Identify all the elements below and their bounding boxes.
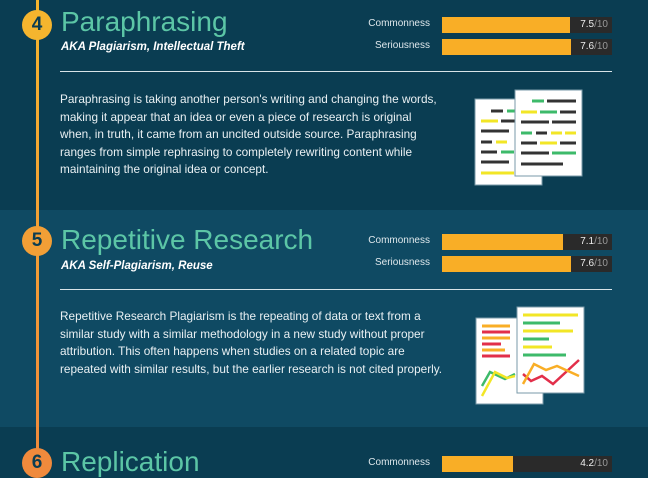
section-title: Paraphrasing <box>61 6 228 37</box>
metric-bar: 7.6/10 <box>442 256 612 272</box>
section-aka: AKA Plagiarism, Intellectual Theft <box>61 41 245 53</box>
metric-bar-fill <box>442 456 514 472</box>
metric-bar: 7.6/10 <box>442 39 612 55</box>
metric-bar-fill <box>442 234 563 250</box>
metric-value: 7.5/10 <box>580 19 608 30</box>
metric-label: Commonness <box>368 457 430 468</box>
metric-value: 7.6/10 <box>580 41 608 52</box>
section-body: Repetitive Research Plagiarism is the re… <box>60 309 443 376</box>
metric-label: Seriousness <box>374 40 430 51</box>
step-number-badge: 4 <box>22 10 52 40</box>
metric-bar: 4.2/10 <box>442 456 612 472</box>
section-body: Paraphrasing is taking another person's … <box>60 92 437 176</box>
metric-bar-fill <box>442 256 572 272</box>
metric-bar: 7.1/10 <box>442 234 612 250</box>
step-number-badge: 5 <box>22 226 52 256</box>
divider <box>60 71 612 72</box>
metric-label: Commonness <box>368 18 430 29</box>
section-title: Replication <box>61 446 200 477</box>
metric-bar: 7.5/10 <box>442 17 612 33</box>
metric-commonness: Commonness 7.5/10 <box>330 17 612 33</box>
metric-seriousness: Seriousness 7.6/10 <box>330 256 612 272</box>
divider <box>60 289 612 290</box>
metric-bar-fill <box>442 17 570 33</box>
metric-commonness: Commonness 7.1/10 <box>330 234 612 250</box>
section-repetitive-research: 5 Repetitive Research AKA Self-Plagiaris… <box>0 210 648 427</box>
section-replication: 6 Replication Commonness 4.2/10 <box>0 427 648 478</box>
section-title: Repetitive Research <box>61 224 314 255</box>
section-paraphrasing: 4 Paraphrasing AKA Plagiarism, Intellect… <box>0 0 648 210</box>
documents-chart-icon <box>475 306 585 405</box>
metric-label: Seriousness <box>374 257 430 268</box>
metric-seriousness: Seriousness 7.6/10 <box>330 39 612 55</box>
metric-commonness: Commonness 4.2/10 <box>330 456 612 472</box>
step-number-badge: 6 <box>22 448 52 478</box>
metric-bar-fill <box>442 39 572 55</box>
metric-value: 4.2/10 <box>580 458 608 469</box>
metric-value: 7.6/10 <box>580 258 608 269</box>
documents-text-icon <box>474 89 583 186</box>
metric-label: Commonness <box>368 235 430 246</box>
metric-value: 7.1/10 <box>580 236 608 247</box>
section-aka: AKA Self-Plagiarism, Reuse <box>61 260 213 272</box>
